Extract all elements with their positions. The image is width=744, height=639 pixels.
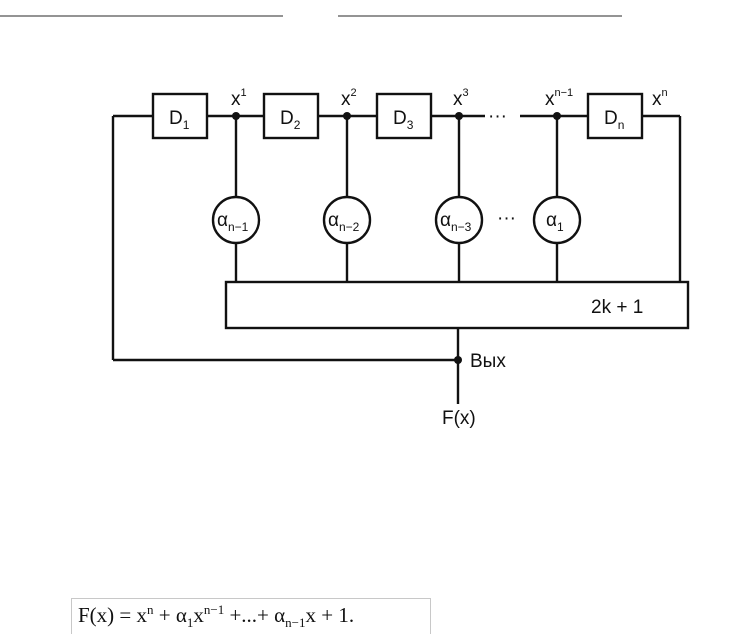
- output-junction-dot: [454, 356, 462, 364]
- delay-label-1: D1: [169, 108, 190, 132]
- polynomial-formula: F(x) = xn + α1xn−1 +...+ αn−1x + 1.: [71, 598, 431, 634]
- formula-term1-base: x: [136, 603, 148, 627]
- coefficient-label-2: αn−2: [328, 210, 360, 234]
- output-function-label: F(x): [442, 408, 476, 429]
- formula-tail: + 1.: [316, 603, 355, 627]
- junction-dot-2: [343, 112, 351, 120]
- tap-label-n: xn: [652, 87, 668, 110]
- coefficient-label-4: α1: [546, 210, 564, 234]
- formula-alpha1-sub: 1: [186, 615, 194, 631]
- delay-box-3: [375, 92, 433, 140]
- coefficient-circle-3: [434, 195, 484, 245]
- adder-box: [224, 280, 690, 330]
- formula-term1-exp: n: [147, 602, 154, 617]
- formula-term2-exp: n−1: [203, 602, 225, 617]
- formula-alpha2-sub: n−1: [285, 615, 306, 631]
- output-label: Вых: [470, 351, 506, 372]
- junction-dot-4: [553, 112, 561, 120]
- junction-dot-3: [455, 112, 463, 120]
- formula-alpha2: α: [274, 603, 286, 627]
- delay-label-3: D3: [393, 108, 414, 132]
- coefficient-circle-4: [532, 195, 582, 245]
- formula-middle: +...+: [224, 603, 275, 627]
- formula-plus: +: [153, 603, 176, 627]
- formula-term3: x: [305, 603, 317, 627]
- coefficient-label-1: αn−1: [217, 210, 249, 234]
- adder-label: 2k + 1: [591, 297, 643, 318]
- ellipsis-coefficients: ···: [497, 208, 516, 229]
- delay-label-2: D2: [280, 108, 301, 132]
- delay-box-n: [586, 92, 644, 140]
- coefficient-circle-1: [211, 195, 261, 245]
- tap-label-3: x3: [453, 87, 469, 110]
- coefficient-circle-2: [322, 195, 372, 245]
- tap-label-n-1: xn−1: [545, 87, 573, 110]
- tap-label-2: x2: [341, 87, 357, 110]
- delay-label-n: Dn: [604, 108, 624, 132]
- formula-alpha1: α: [175, 603, 187, 627]
- ellipsis-top: ···: [488, 106, 507, 127]
- delay-box-2: [262, 92, 320, 140]
- tap-label-1: x1: [231, 87, 247, 110]
- delay-box-1: [151, 92, 209, 140]
- coefficient-label-3: αn−3: [440, 210, 472, 234]
- formula-term2-base: x: [193, 603, 204, 627]
- formula-lhs: F(x) =: [78, 603, 137, 627]
- junction-dot-1: [232, 112, 240, 120]
